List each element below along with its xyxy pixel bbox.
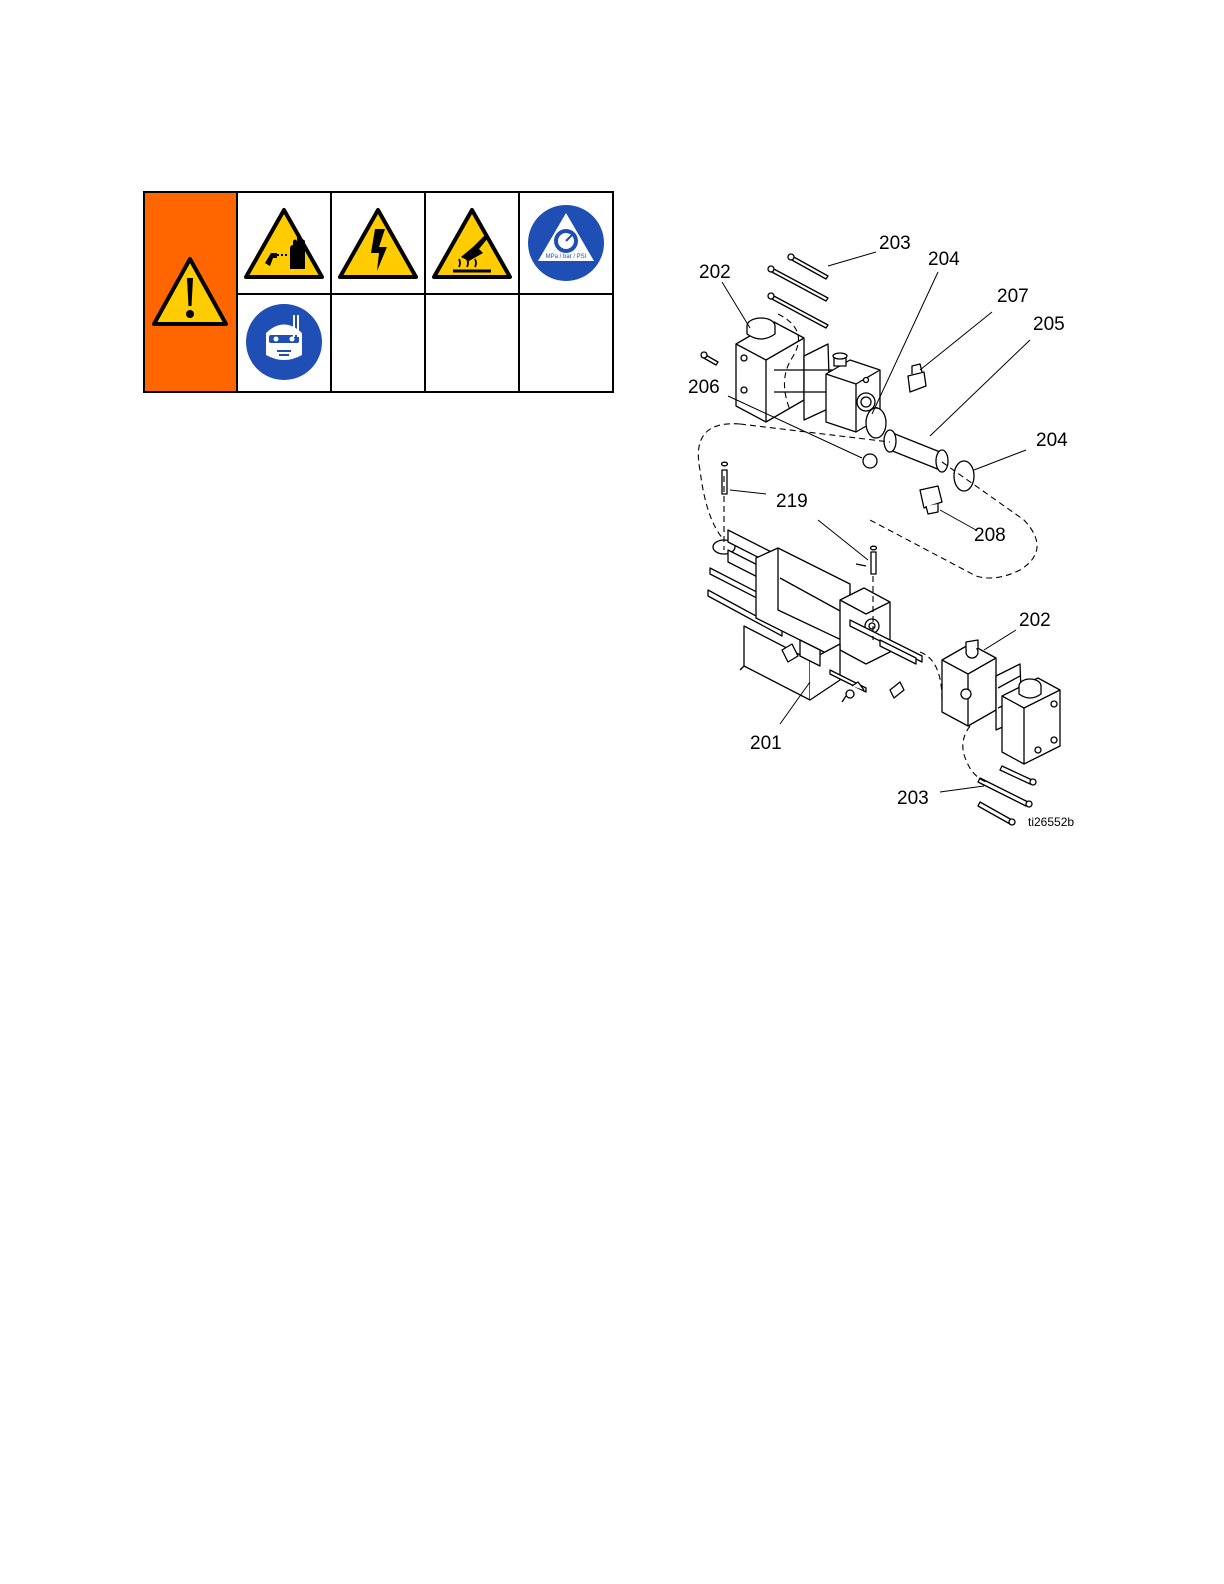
callout-208: 208 — [974, 525, 1006, 546]
callout-204-top: 204 — [928, 249, 960, 270]
o-ring-upper — [866, 408, 886, 438]
exploded-parts-diagram: 203 202 204 207 205 206 204 219 208 202 … — [680, 220, 1100, 840]
check-valve-fitting — [908, 364, 926, 392]
callout-219: 219 — [776, 491, 808, 512]
callout-202-top: 202 — [699, 262, 731, 283]
callout-206: 206 — [688, 377, 720, 398]
cylinder-sleeve — [884, 430, 948, 472]
pressure-units-label: MPa / bar / PSI — [546, 254, 587, 260]
exploded-view-drawing: 203 202 204 207 205 206 204 219 208 202 … — [680, 220, 1100, 840]
callout-201: 201 — [750, 733, 782, 754]
pressure-relief-procedure-icon: MPa / bar / PSI — [528, 205, 604, 281]
fitting-lower — [920, 486, 942, 514]
o-ring-right — [954, 461, 974, 491]
callout-207: 207 — [997, 286, 1029, 307]
safety-warning-table: MPa / bar / PSI — [143, 191, 615, 393]
safety-warning-grid: MPa / bar / PSI — [143, 191, 615, 393]
end-block-lower — [942, 640, 1060, 764]
figure-id: ti26552b — [1028, 815, 1074, 829]
callout-202-bottom: 202 — [1019, 610, 1051, 631]
callout-204-right: 204 — [1036, 430, 1068, 451]
tie-bolts-top — [768, 254, 828, 328]
pipe-plug — [863, 454, 877, 468]
callout-203-top: 203 — [879, 233, 911, 254]
main-pump-assembly — [708, 530, 922, 702]
wear-ppe-icon — [246, 304, 322, 380]
dowel-pins — [722, 462, 877, 574]
callout-203-bottom: 203 — [897, 788, 929, 809]
callout-205: 205 — [1033, 314, 1065, 335]
